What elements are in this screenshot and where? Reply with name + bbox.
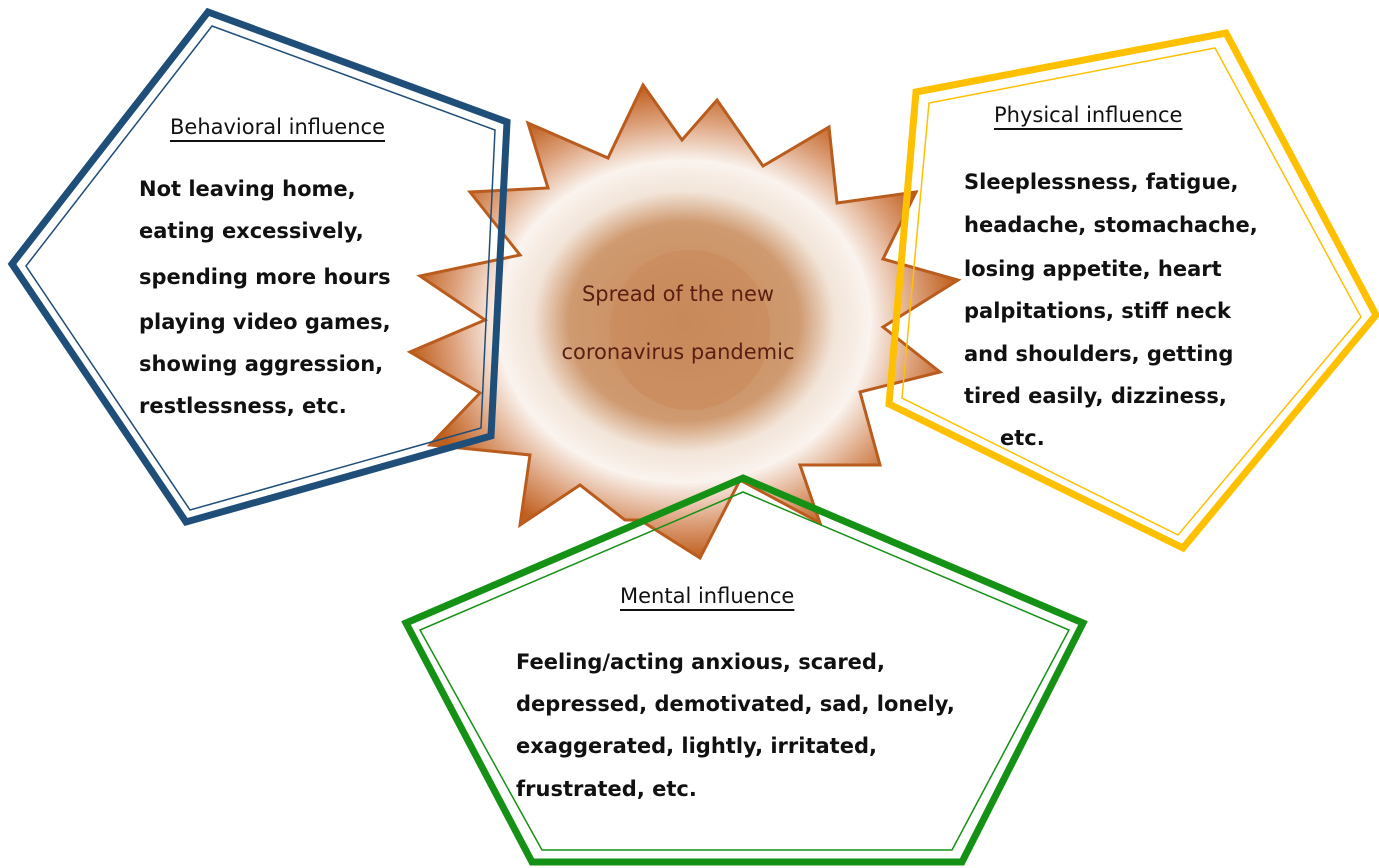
physical-line-7: etc. (1000, 426, 1045, 450)
behavioral-pentagon (7, 7, 511, 527)
physical-line-5: and shoulders, getting (964, 342, 1234, 366)
behavioral-line-2: eating excessively, (139, 219, 364, 243)
behavioral-line-6: restlessness, etc. (139, 394, 347, 418)
physical-line-2: headache, stomachache, (964, 213, 1258, 237)
sun-core (610, 250, 770, 410)
behavioral-line-5: showing aggression, (139, 352, 384, 376)
physical-line-1: Sleeplessness, fatigue, (964, 170, 1239, 194)
mental-line-2: depressed, demotivated, sad, lonely, (516, 692, 955, 716)
behavioral-line-1: Not leaving home, (139, 177, 356, 201)
physical-heading: Physical influence (994, 103, 1183, 127)
behavioral-heading: Behavioral influence (170, 115, 386, 139)
mental-line-3: exaggerated, lightly, irritated, (516, 734, 877, 758)
center-title-line-1: Spread of the new (581, 282, 775, 306)
physical-pentagon (885, 29, 1379, 553)
behavioral-line-4: playing video games, (139, 310, 391, 334)
mental-line-1: Feeling/acting anxious, scared, (516, 650, 885, 674)
physical-line-4: palpitations, stiff neck (964, 299, 1231, 323)
mental-pentagon (401, 474, 1088, 866)
mental-line-4: frustrated, etc. (516, 777, 697, 801)
physical-line-6: tired easily, dizziness, (964, 384, 1227, 408)
physical-line-3: losing appetite, heart (964, 257, 1222, 281)
mental-heading: Mental influence (620, 584, 795, 608)
behavioral-line-3: spending more hours (139, 265, 391, 289)
center-title-line-2: coronavirus pandemic (561, 340, 795, 364)
